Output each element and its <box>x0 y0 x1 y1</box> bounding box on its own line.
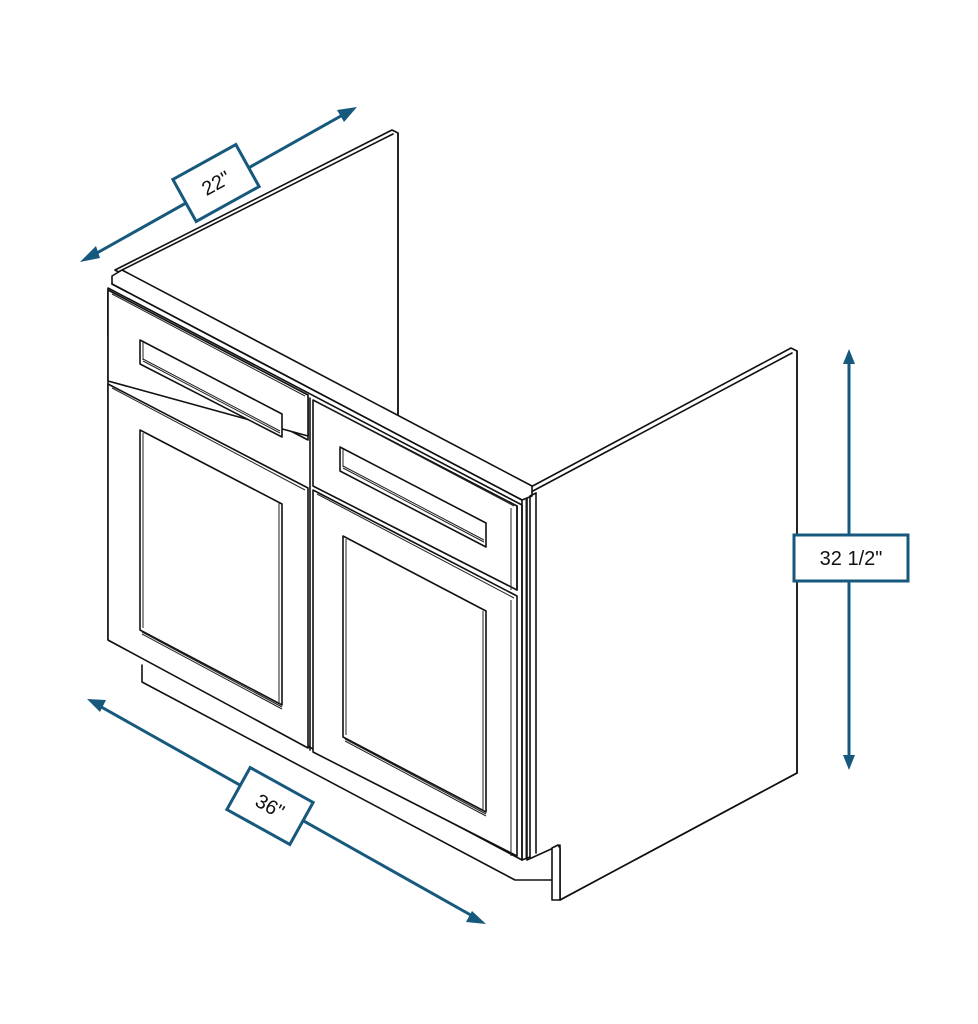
toe-kick <box>141 664 561 901</box>
height-dimension: 32 1/2" <box>792 349 910 770</box>
left-drawer-front <box>107 289 309 441</box>
width-dimension: 36" <box>87 699 486 924</box>
arrow-left-icon <box>87 699 106 712</box>
arrow-right-icon <box>466 911 486 924</box>
arrow-left-icon <box>80 246 100 262</box>
depth-label-box <box>170 142 262 224</box>
right-side-panel <box>526 347 798 901</box>
width-label-box <box>224 765 316 847</box>
face-frame-top <box>111 269 533 501</box>
left-door <box>107 383 309 749</box>
height-label: 32 1/2" <box>820 548 883 570</box>
right-drawer-front <box>312 399 518 591</box>
height-label-box <box>792 533 910 583</box>
arrow-right-icon <box>337 107 357 122</box>
arrow-down-icon <box>843 755 855 770</box>
cabinet-drawing <box>107 129 798 901</box>
arrow-up-icon <box>843 349 855 364</box>
right-door <box>312 489 518 857</box>
depth-dimension: 22" <box>80 107 357 262</box>
